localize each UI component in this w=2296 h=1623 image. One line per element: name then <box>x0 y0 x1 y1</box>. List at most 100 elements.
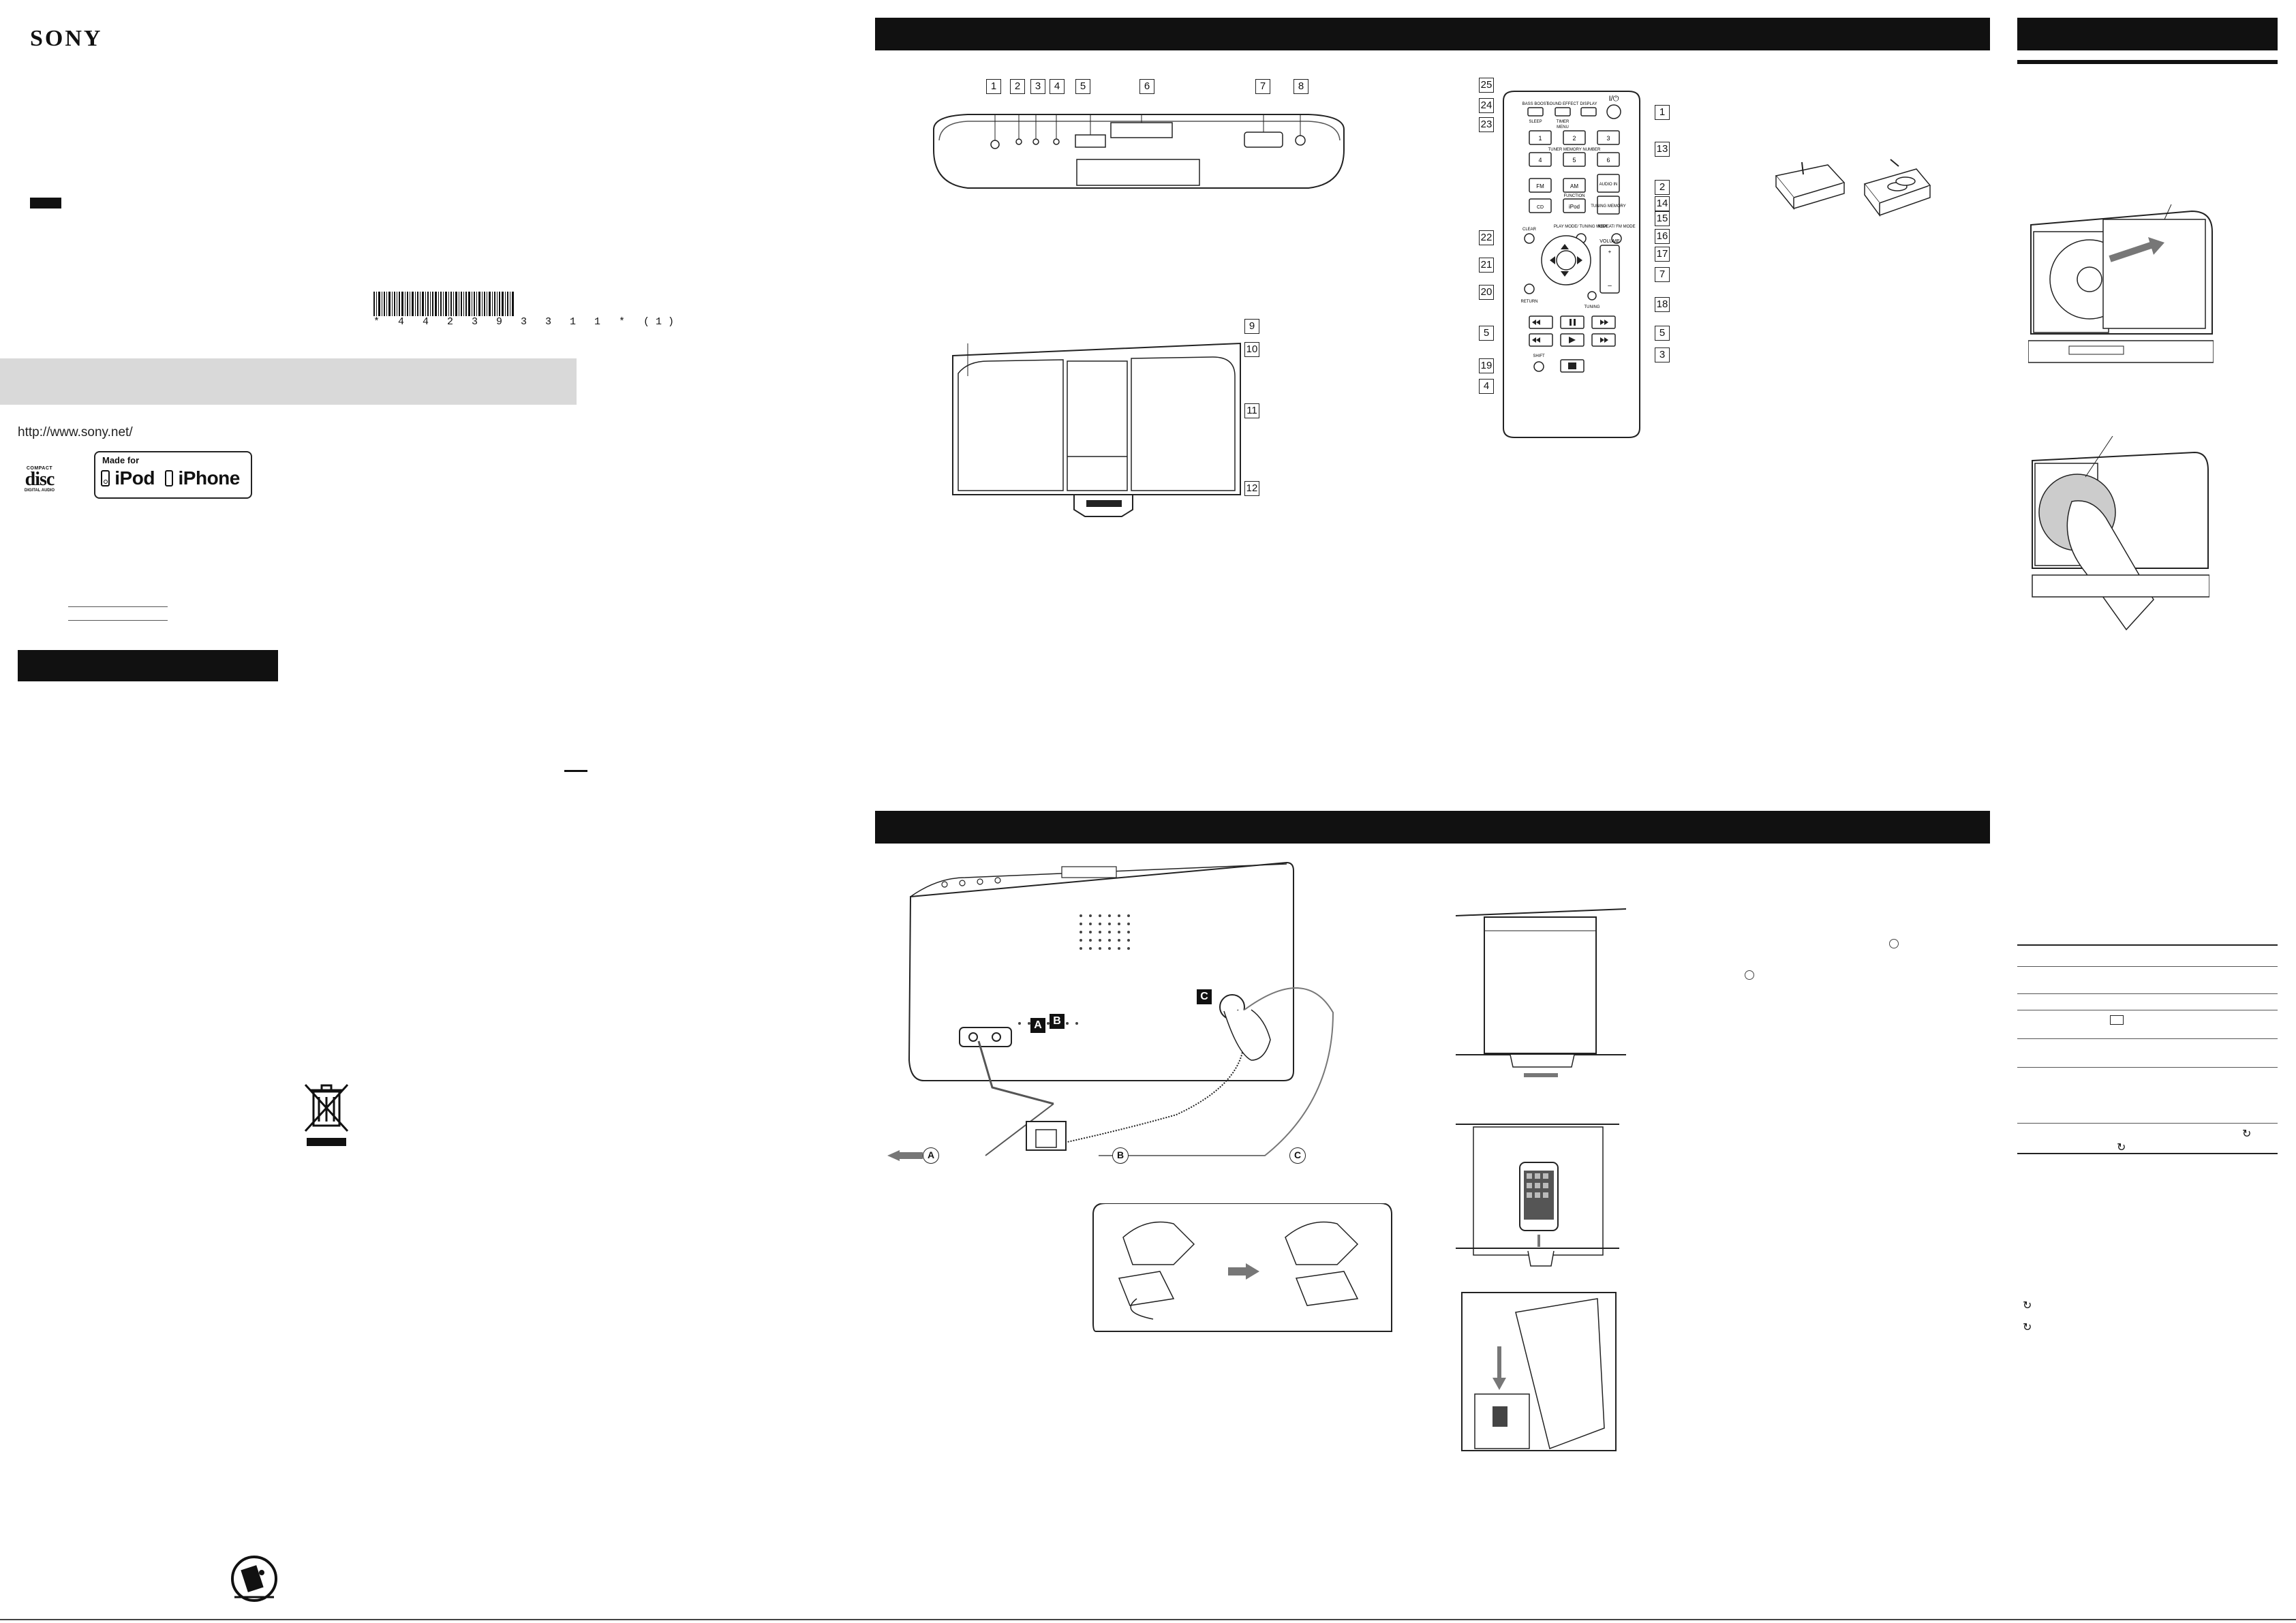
remote-am-label: AM <box>1570 183 1578 189</box>
callout-remote-l-22: 22 <box>1479 230 1494 245</box>
remote-vol-minus: – <box>1608 282 1612 290</box>
callout-remote-l-19: 19 <box>1479 358 1494 373</box>
remote-repeat-label: REPEAT/ FM MODE <box>1597 225 1635 229</box>
cover-title-band <box>0 358 577 405</box>
callout-front-11: 11 <box>1244 403 1259 418</box>
remote-tuner-memory-label: TUNER MEMORY NUMBER <box>1548 148 1601 152</box>
right-table-bottom-rule <box>2017 1153 2278 1154</box>
callout-top-2: 2 <box>1010 79 1025 94</box>
callout-top-1: 1 <box>986 79 1001 94</box>
cd-logo-main: disc <box>25 469 55 490</box>
ipod-docking-diagram <box>1456 1124 1619 1267</box>
made-for-ipod-iphone-badge: Made for iPod iPhone <box>94 451 252 499</box>
remote-digit-4: 4 <box>1538 157 1542 164</box>
right-table-rule-5 <box>2017 1067 2278 1068</box>
callout-remote-l-20: 20 <box>1479 285 1494 300</box>
cable-circle-a: A <box>923 1147 939 1164</box>
right-table-rule-4 <box>2017 1038 2278 1039</box>
remote-shift-label: SHIFT <box>1533 354 1545 358</box>
badge-ipod-text: iPod <box>114 467 155 489</box>
terminal-box-a: A <box>1030 1018 1045 1033</box>
dock-adapter-closeup-diagram <box>1461 1292 1617 1451</box>
callout-remote-r-7: 7 <box>1655 267 1670 282</box>
callout-remote-r-3: 3 <box>1655 347 1670 362</box>
callout-remote-l-5: 5 <box>1479 326 1494 341</box>
remote-audio-in-label: AUDIO IN <box>1599 183 1618 187</box>
cd-logo-bottom: DIGITAL AUDIO <box>24 489 55 493</box>
callout-remote-l-23: 23 <box>1479 117 1494 132</box>
callout-remote-l-24: 24 <box>1479 98 1494 113</box>
terminal-box-b: B <box>1050 1014 1065 1029</box>
repeat-icon: ↻ <box>2242 1128 2252 1140</box>
callout-remote-r-5: 5 <box>1655 326 1670 341</box>
remote-play-mode-label: PLAY MODE/ TUNING MODE <box>1554 225 1608 229</box>
callout-remote-r-16: 16 <box>1655 229 1670 244</box>
remote-tuning-memory-label: TUNING MEMORY <box>1591 204 1626 208</box>
callout-remote-r-13: 13 <box>1655 142 1670 157</box>
repeat-icon: ↻ <box>2023 1322 2032 1333</box>
remote-digit-6: 6 <box>1606 157 1610 164</box>
repeat-icon: ↻ <box>2117 1142 2126 1154</box>
section-header-left <box>18 650 278 681</box>
callout-top-3: 3 <box>1030 79 1045 94</box>
remote-function-label: FUNCTION <box>1564 194 1585 198</box>
ipod-icon <box>101 470 110 486</box>
callout-front-12: 12 <box>1244 481 1259 496</box>
tip-over-warning-icon <box>231 1556 277 1602</box>
section-header-right <box>2017 18 2278 50</box>
cable-circle-c: C <box>1289 1147 1306 1164</box>
cd-lid-open-diagram <box>2028 204 2214 363</box>
cd-insert-diagram <box>2032 436 2209 631</box>
right-table-rule-1 <box>2017 966 2278 967</box>
callout-remote-r-18: 18 <box>1655 297 1670 312</box>
right-rule <box>2017 60 2278 64</box>
remote-ipod-label: iPod <box>1569 204 1580 210</box>
remote-menu-label: MENU <box>1557 125 1569 129</box>
remote-bass-boost-label: BASS BOOST <box>1522 102 1549 106</box>
rear-connection-diagram <box>887 861 1334 1161</box>
small-dash <box>564 770 587 772</box>
folder-icon <box>2110 1015 2124 1025</box>
badge-row: iPod iPhone <box>101 467 240 489</box>
cd-logo-top: COMPACT <box>26 466 53 471</box>
callout-front-9: 9 <box>1244 319 1259 334</box>
dock-cover-diagram <box>1456 908 1626 1077</box>
barcode <box>373 292 514 316</box>
language-tag <box>30 198 61 208</box>
remote-digit-1: 1 <box>1538 135 1542 142</box>
page-bottom-rule <box>0 1619 2296 1620</box>
badge-iphone-text: iPhone <box>178 467 241 489</box>
right-table-rule-2 <box>2017 993 2278 994</box>
weee-crossed-bin-icon <box>304 1083 349 1146</box>
remote-power-label: I/⏻ <box>1609 95 1619 103</box>
callout-remote-l-21: 21 <box>1479 258 1494 273</box>
remote-fm-label: FM <box>1536 183 1544 189</box>
remote-tuning-label: TUNING <box>1585 305 1600 309</box>
compact-disc-logo: COMPACT disc DIGITAL AUDIO <box>18 466 61 497</box>
callout-top-7: 7 <box>1255 79 1270 94</box>
power-small-icon <box>1889 939 1899 948</box>
unit-top-view-diagram <box>933 114 1345 189</box>
terminal-box-c: C <box>1197 989 1212 1004</box>
sony-url[interactable]: http://www.sony.net/ <box>18 425 133 439</box>
remote-digit-5: 5 <box>1572 157 1576 164</box>
right-table-top-rule <box>2017 944 2278 946</box>
remote-control-diagram: I/⏻ BASS BOOST SOUND EFFECT DISPLAY SLEE… <box>1503 91 1640 438</box>
remote-clear-label: CLEAR <box>1522 228 1537 232</box>
signature-line-1 <box>68 606 168 607</box>
iphone-icon <box>165 470 174 486</box>
remote-sleep-label: SLEEP <box>1529 120 1542 124</box>
am-antenna-assembly-diagram <box>1092 1203 1392 1332</box>
remote-digit-3: 3 <box>1606 135 1610 142</box>
brand-logo: SONY <box>30 26 103 51</box>
right-table-rule-6 <box>2017 1123 2278 1124</box>
remote-display-label: DISPLAY <box>1580 102 1597 106</box>
repeat-icon: ↻ <box>2023 1300 2032 1312</box>
callout-remote-r-2: 2 <box>1655 180 1670 195</box>
cable-circle-b: B <box>1112 1147 1129 1164</box>
remote-sound-effect-label: SOUND EFFECT <box>1547 102 1579 106</box>
remote-return-label: RETURN <box>1521 300 1538 304</box>
callout-remote-r-1: 1 <box>1655 105 1670 120</box>
unit-front-view-diagram <box>952 342 1241 517</box>
callout-top-4: 4 <box>1050 79 1065 94</box>
